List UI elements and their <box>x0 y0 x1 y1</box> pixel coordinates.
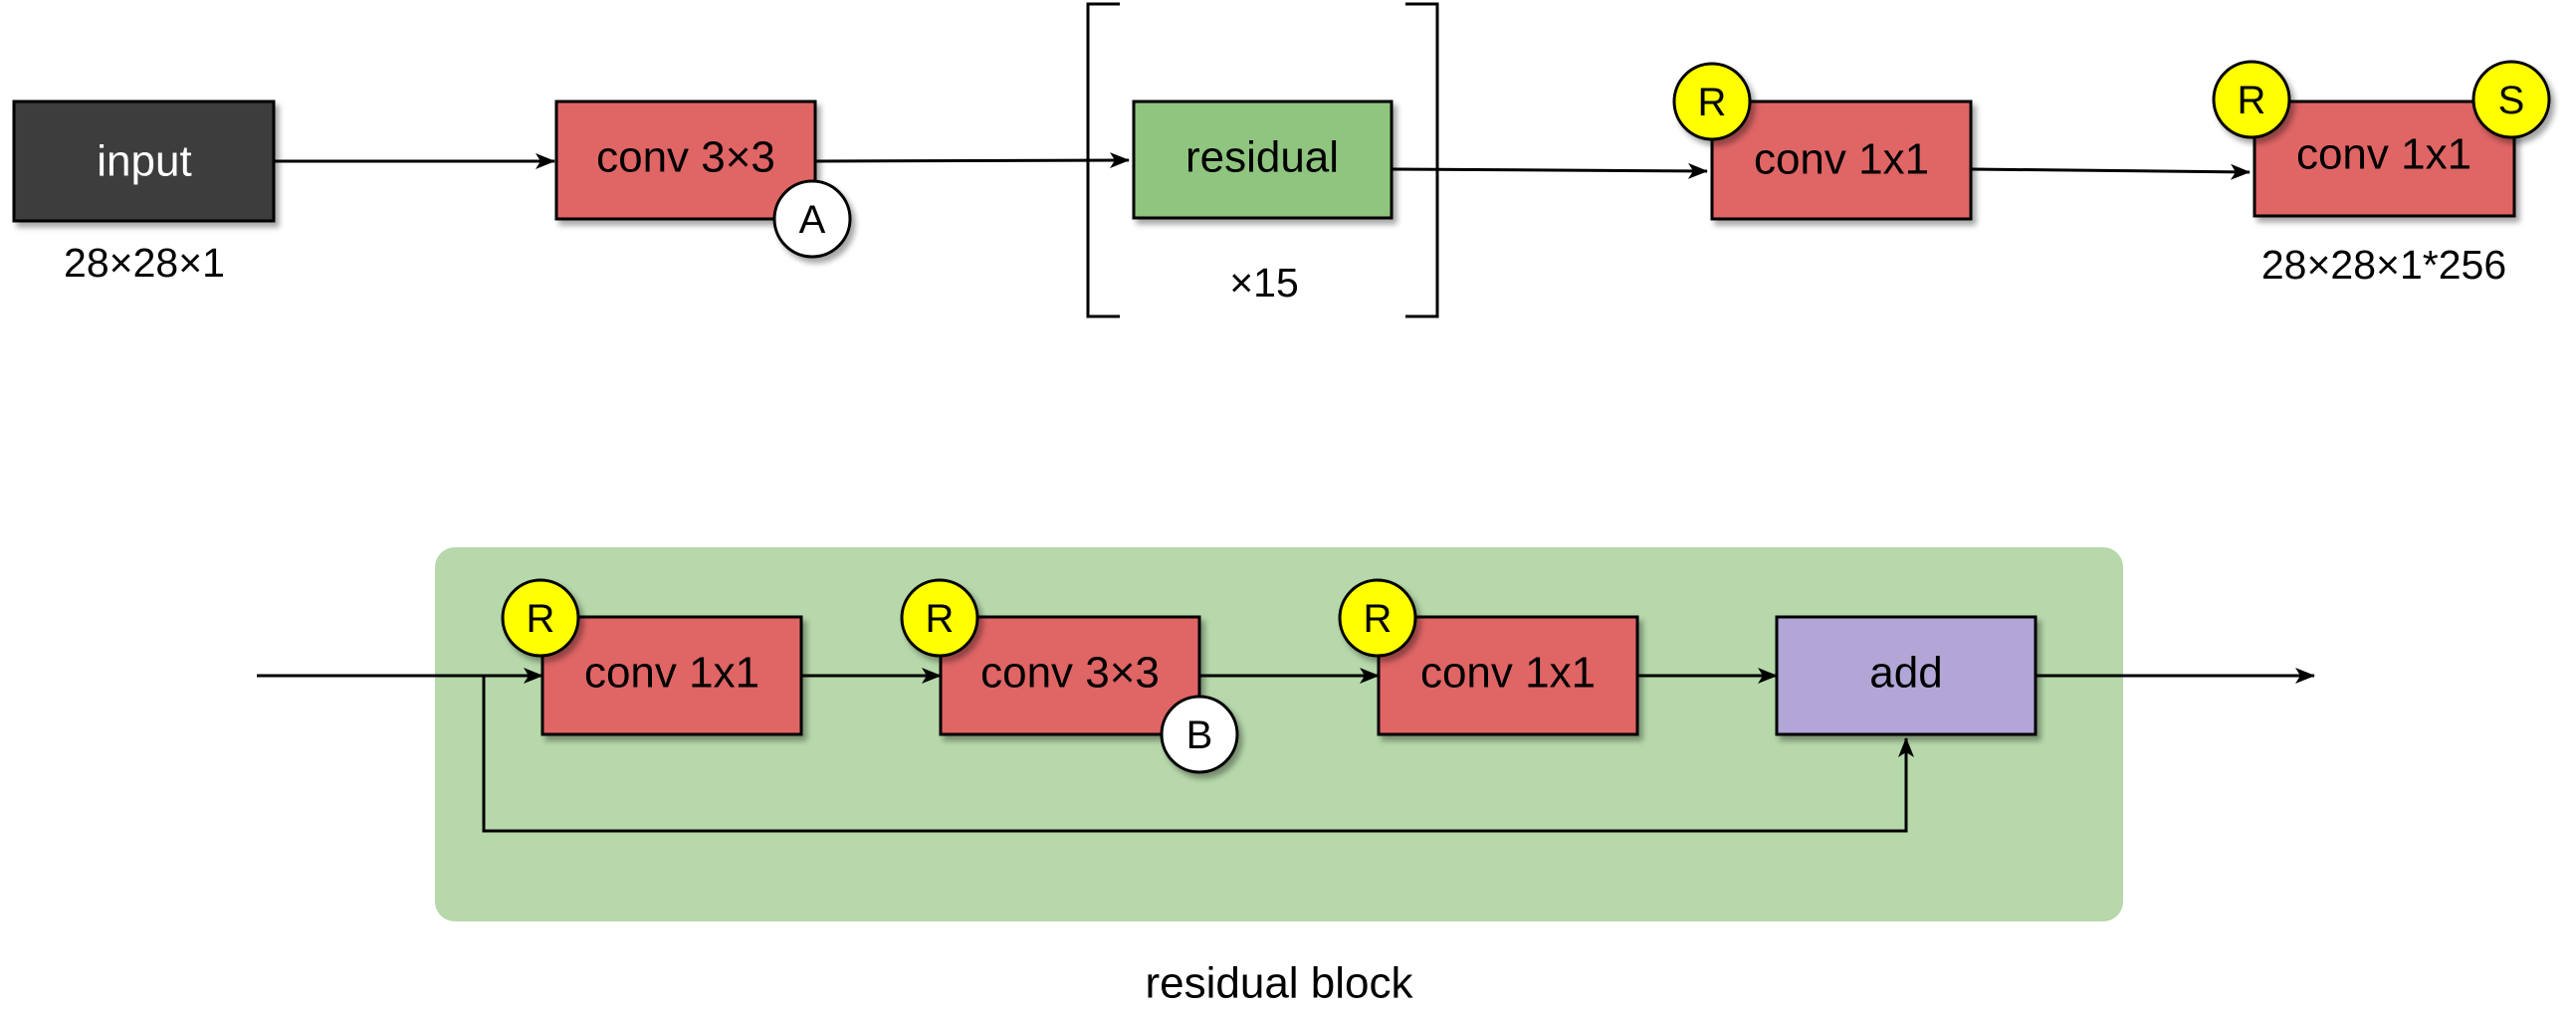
block-conv2-node: conv 3×3 R B <box>900 578 1239 774</box>
residual-block: conv 1x1 R conv 3×3 R B conv 1x1 R add r… <box>257 547 2315 1008</box>
block-conv1-box <box>540 615 803 736</box>
block-conv2-badge-r-circle <box>900 578 979 658</box>
residual-block-background <box>435 547 2123 921</box>
repeat-brackets <box>1086 2 1439 318</box>
residual-label: residual <box>1185 133 1339 182</box>
block-add-node: add <box>1775 615 2038 736</box>
block-conv2-box <box>939 615 1201 736</box>
badge-s-circle <box>2471 60 2551 139</box>
badge-a-letter: A <box>799 198 826 242</box>
residual-block-caption: residual block <box>1145 959 1413 1008</box>
block-conv1-badge-circle <box>501 578 580 658</box>
residual-block-connectors <box>257 668 2315 833</box>
block-conv1-node: conv 1x1 R <box>501 578 803 736</box>
block-conv2-badge-b-circle <box>1160 695 1239 774</box>
conv-r-box <box>1710 100 1973 221</box>
block-conv2-label: conv 3×3 <box>980 649 1160 698</box>
conv-out-label: conv 1x1 <box>2296 130 2471 179</box>
badge-r-letter: R <box>1698 81 1727 124</box>
badge-r-out-circle <box>2212 60 2291 139</box>
block-conv1-label: conv 1x1 <box>584 649 759 698</box>
block-conv3-badge-letter: R <box>1364 597 1393 641</box>
badge-a-circle <box>772 179 852 259</box>
right-bracket <box>1405 2 1439 318</box>
arrow-conv-r-to-conv-out <box>1970 163 2251 180</box>
skip-connection <box>482 676 1914 833</box>
block-add-box <box>1775 615 2038 736</box>
input-box <box>12 100 276 223</box>
conv-a-box <box>554 100 817 221</box>
residual-node: residual ×15 <box>1132 100 1394 305</box>
conv-out-box <box>2253 100 2516 218</box>
block-conv3-label: conv 1x1 <box>1420 649 1596 698</box>
top-row-connectors <box>274 152 2251 180</box>
conv-a-label: conv 3×3 <box>596 133 775 182</box>
badge-r-circle <box>1672 62 1752 141</box>
left-bracket <box>1086 2 1120 318</box>
arrow-residual-to-conv-r <box>1391 162 1708 179</box>
arrow-conv-a-to-residual <box>814 152 1130 169</box>
block-conv2-badge-b-letter: B <box>1186 713 1213 757</box>
conv-out-node: conv 1x1 R S 28×28×1*256 <box>2212 60 2551 288</box>
block-conv2-badge-r-letter: R <box>926 597 955 641</box>
output-shape-label: 28×28×1*256 <box>2261 242 2506 288</box>
residual-repeat-label: ×15 <box>1229 260 1299 305</box>
conv-a-node: conv 3×3 A <box>554 100 852 259</box>
badge-r-out-letter: R <box>2238 79 2266 122</box>
conv-r-node: conv 1x1 R <box>1672 62 1973 221</box>
block-add-label: add <box>1869 649 1942 698</box>
block-conv3-box <box>1377 615 1639 736</box>
input-node: input 28×28×1 <box>12 100 276 286</box>
conv-r-label: conv 1x1 <box>1754 135 1929 184</box>
block-conv3-badge-circle <box>1338 578 1417 658</box>
input-shape-label: 28×28×1 <box>64 240 225 286</box>
block-conv1-badge-letter: R <box>527 597 555 641</box>
input-label: input <box>97 137 191 186</box>
block-conv3-node: conv 1x1 R <box>1338 578 1639 736</box>
badge-s-letter: S <box>2498 79 2525 122</box>
residual-box <box>1132 100 1394 220</box>
